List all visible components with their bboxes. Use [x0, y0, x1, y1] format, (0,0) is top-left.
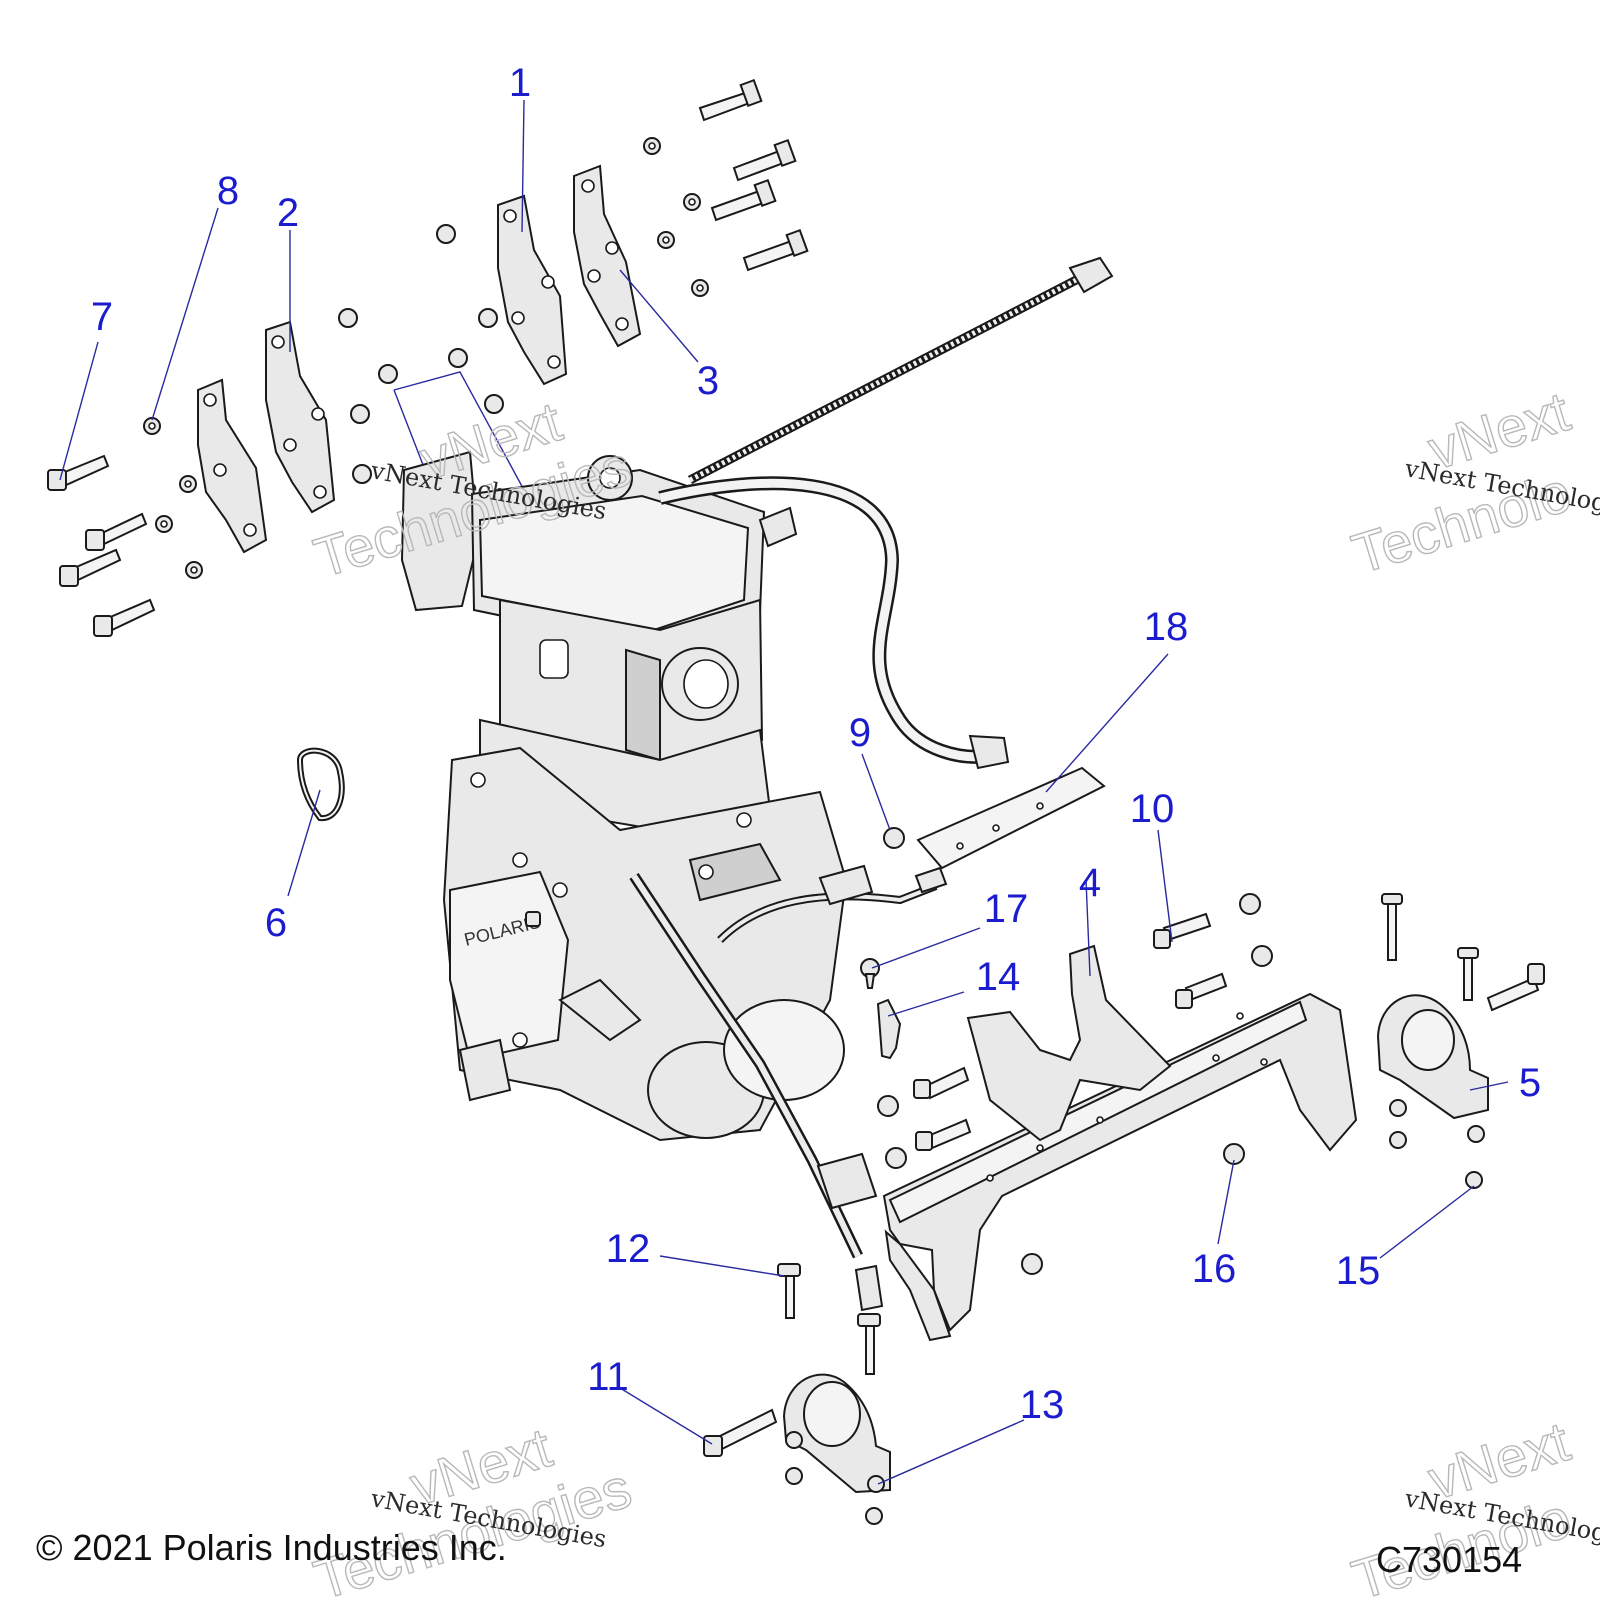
bracket-washers-left	[143, 417, 203, 579]
callout-3: 3	[697, 359, 719, 403]
callout-4: 4	[1079, 861, 1101, 905]
callout-7: 7	[91, 295, 113, 339]
push-fastener	[860, 958, 880, 989]
callout-12: 12	[606, 1227, 651, 1271]
callout-10: 10	[1130, 787, 1175, 831]
drawing-code: C730154	[1376, 1539, 1522, 1580]
bracket-nuts-middle	[338, 224, 504, 484]
wiring-harness	[629, 864, 948, 1312]
breather-hose	[658, 476, 1010, 770]
callout-11: 11	[587, 1355, 629, 1399]
mount-bracket-center	[966, 944, 1172, 1142]
leader-lines	[59, 99, 1509, 1485]
callout-17: 17	[984, 887, 1029, 931]
engine-bracket-left-inner	[265, 320, 336, 514]
callout-15: 15	[1336, 1249, 1381, 1293]
harness-clip-nut	[883, 827, 905, 849]
engine-mount-right	[1376, 893, 1545, 1189]
heat-shield-plate	[916, 766, 1106, 870]
frame-bolts	[913, 912, 1228, 1151]
callout-1: 1	[509, 61, 531, 105]
o-ring	[296, 747, 345, 822]
callout-6: 6	[265, 901, 287, 945]
copyright-notice: © 2021 Polaris Industries Inc.	[36, 1527, 507, 1568]
ground-cable-upper	[687, 256, 1114, 484]
bracket-washers-upper	[643, 137, 709, 297]
callout-13: 13	[1020, 1383, 1065, 1427]
retainer-clip	[876, 998, 902, 1060]
frame-grommets	[877, 893, 1273, 1275]
callout-5: 5	[1519, 1061, 1541, 1105]
engine-bracket-left-outer	[197, 378, 268, 554]
engine-mount-frame	[882, 992, 1358, 1342]
callout-8: 8	[217, 169, 239, 213]
bracket-bolts-upper	[698, 78, 809, 272]
watermark-lower-left: vNext Technologies vNext Technologies	[306, 1415, 638, 1600]
callout-16: 16	[1192, 1247, 1237, 1291]
callout-18: 18	[1144, 605, 1189, 649]
engine-bracket-right-inner	[497, 194, 568, 386]
bracket-bolts-left	[47, 454, 156, 637]
callout-9: 9	[849, 711, 871, 755]
callout-14: 14	[976, 955, 1021, 999]
callout-2: 2	[277, 191, 299, 235]
engine-mount-lower	[703, 1263, 891, 1525]
engine-bracket-right-outer	[573, 164, 642, 348]
watermark-upper-right: vNext Technolo vNext Technologies	[1344, 379, 1600, 587]
engine-assembly: POLARIS	[400, 450, 848, 1142]
